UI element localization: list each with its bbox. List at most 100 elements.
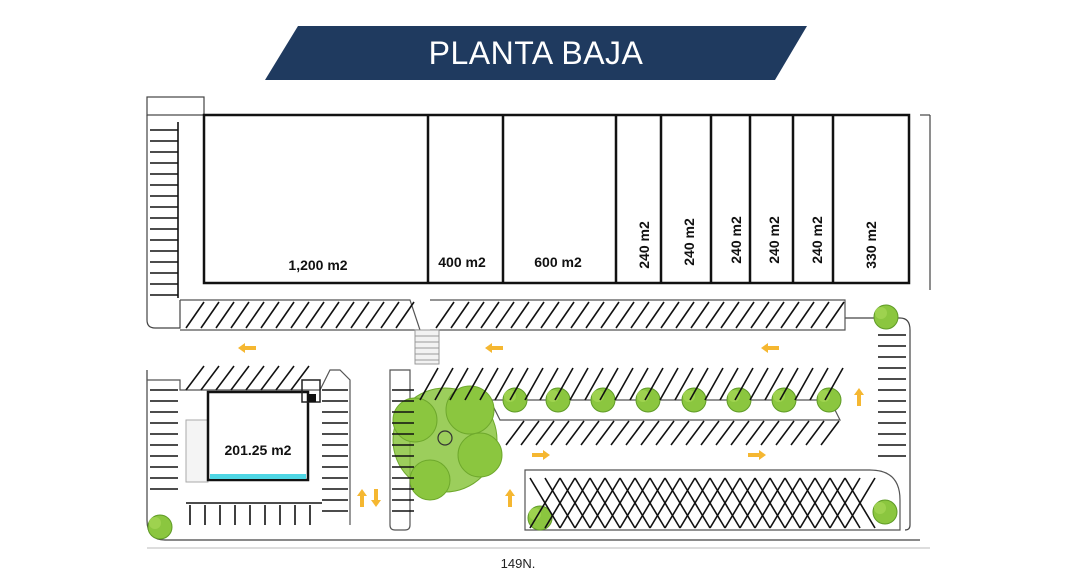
- stall-upper-right: [465, 301, 485, 329]
- unit-label-9: 330 m2: [863, 221, 879, 269]
- stall-middle-top: [779, 367, 799, 401]
- stall-lower-b: [529, 477, 561, 529]
- stall-upper-right: [495, 301, 515, 329]
- stall-upper-left: [275, 301, 295, 329]
- tree-icon: [872, 499, 898, 525]
- stall-upper-right: [585, 301, 605, 329]
- stall-upper-right: [570, 301, 590, 329]
- stall-upper-right: [435, 301, 455, 329]
- stall-middle-bottom: [625, 420, 645, 446]
- stall-upper-right: [690, 301, 710, 329]
- stall-lower-b: [769, 477, 801, 529]
- stall-upper-right: [555, 301, 575, 329]
- stall-middle-top: [644, 367, 664, 401]
- stall-lower-b: [799, 477, 831, 529]
- stall-middle-bottom: [655, 420, 675, 446]
- stall-upper-right: [600, 301, 620, 329]
- stall-middle-bottom: [775, 420, 795, 446]
- stall-lower-b: [754, 477, 786, 529]
- tree-icon: [726, 387, 752, 413]
- traffic-arrow-icon: [357, 489, 367, 507]
- tree-icon: [816, 387, 842, 413]
- stall-upper-right: [705, 301, 725, 329]
- kiosk-building: 201.25 m2: [185, 379, 321, 483]
- stall-middle-bottom: [640, 420, 660, 446]
- stall-lower-b: [829, 477, 861, 529]
- stall-upper-right: [780, 301, 800, 329]
- stall-middle-bottom: [670, 420, 690, 446]
- stall-middle-top: [419, 367, 439, 401]
- stall-middle-bottom: [580, 420, 600, 446]
- stall-lower-b: [679, 477, 711, 529]
- stall-upper-left: [365, 301, 385, 329]
- stall-upper-left: [185, 301, 205, 329]
- stall-middle-top: [449, 367, 469, 401]
- unit-label-8: 240 m2: [809, 216, 825, 264]
- stall-upper-right: [450, 301, 470, 329]
- stall-middle-bottom: [610, 420, 630, 446]
- stall-middle-top: [764, 367, 784, 401]
- stall-middle-bottom: [715, 420, 735, 446]
- traffic-arrow-icon: [485, 343, 503, 353]
- stall-middle-bottom: [805, 420, 825, 446]
- traffic-arrow-icon: [761, 343, 779, 353]
- stall-middle-top: [584, 367, 604, 401]
- stall-upper-right: [645, 301, 665, 329]
- stall-upper-left: [245, 301, 265, 329]
- stall-middle-top: [569, 367, 589, 401]
- stall-middle-top: [809, 367, 829, 401]
- unit-label-3: 600 m2: [534, 254, 582, 270]
- traffic-arrow-icon: [748, 450, 766, 460]
- stall-upper-right: [750, 301, 770, 329]
- street-label: 149N.: [501, 556, 536, 571]
- tree-icon: [873, 304, 899, 330]
- stall-middle-top: [614, 367, 634, 401]
- traffic-arrow-icon: [532, 450, 550, 460]
- stall-lower-b: [739, 477, 771, 529]
- small-trees: [147, 304, 899, 540]
- stall-middle-bottom: [820, 420, 840, 446]
- traffic-arrow-icon: [371, 489, 381, 507]
- traffic-arrows: [238, 343, 864, 507]
- traffic-arrow-icon: [505, 489, 515, 507]
- stall-lower-b: [844, 477, 876, 529]
- stall-middle-top: [629, 367, 649, 401]
- stall-lower-b: [649, 477, 681, 529]
- stall-middle-top: [599, 367, 619, 401]
- tree-icon: [527, 505, 553, 531]
- unit-label-1: 1,200 m2: [288, 257, 347, 273]
- stall-upper-left: [320, 301, 340, 329]
- stall-middle-top: [824, 367, 844, 401]
- stall-upper-right: [720, 301, 740, 329]
- stall-middle-bottom: [505, 420, 525, 446]
- stall-kiosk-top: [215, 365, 235, 391]
- tree-icon: [502, 387, 528, 413]
- stall-middle-top: [524, 367, 544, 401]
- stall-kiosk-top: [200, 365, 220, 391]
- unit-label-2: 400 m2: [438, 254, 486, 270]
- stall-upper-right: [660, 301, 680, 329]
- stall-lower-b: [724, 477, 756, 529]
- stall-middle-top: [464, 367, 484, 401]
- stall-middle-top: [554, 367, 574, 401]
- stall-kiosk-top: [275, 365, 295, 391]
- stall-kiosk-top: [245, 365, 265, 391]
- stall-kiosk-top: [290, 365, 310, 391]
- stall-upper-left: [200, 301, 220, 329]
- stall-upper-right: [615, 301, 635, 329]
- stairs-icon: [414, 329, 440, 365]
- stall-upper-right: [540, 301, 560, 329]
- stall-middle-top: [539, 367, 559, 401]
- tree-icon: [681, 387, 707, 413]
- stall-middle-bottom: [760, 420, 780, 446]
- stall-lower-b: [694, 477, 726, 529]
- stall-middle-bottom: [595, 420, 615, 446]
- stall-upper-right: [825, 301, 845, 329]
- stall-middle-top: [509, 367, 529, 401]
- stall-upper-left: [215, 301, 235, 329]
- stall-lower-b: [814, 477, 846, 529]
- stall-middle-bottom: [745, 420, 765, 446]
- unit-label-6: 240 m2: [728, 216, 744, 264]
- stall-middle-top: [479, 367, 499, 401]
